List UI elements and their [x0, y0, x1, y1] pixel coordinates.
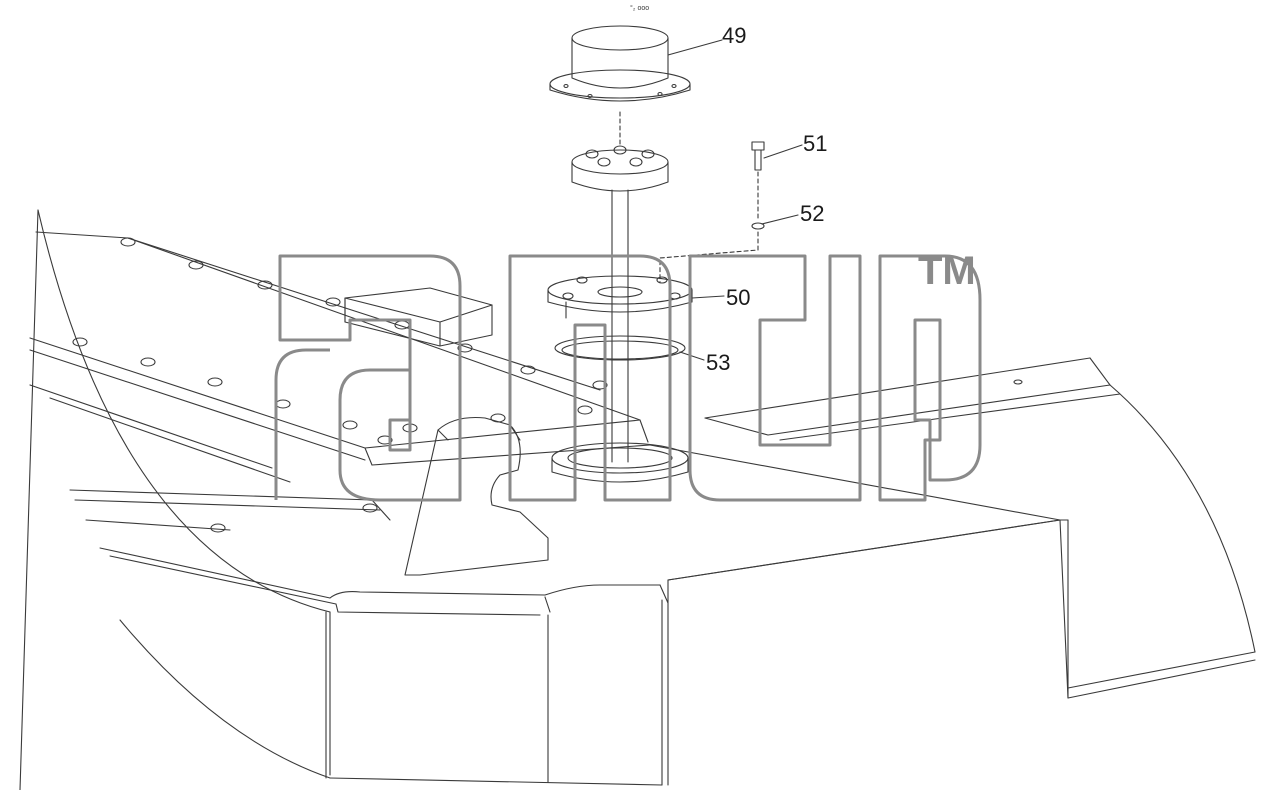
trademark-mark: TM	[918, 249, 976, 293]
shaft	[611, 111, 629, 463]
callout-label-52: 52	[800, 201, 824, 226]
part-51-bolt	[751, 141, 765, 219]
top-plate	[344, 287, 493, 347]
callout-label-49: 49	[722, 23, 746, 48]
lifting-hook	[404, 416, 549, 576]
watermark-logo	[274, 254, 982, 502]
part-53-gasket	[554, 335, 686, 361]
callout-label-51: 51	[803, 131, 827, 156]
top-note: °₂ ooo	[630, 4, 649, 12]
left-hull-panel	[19, 209, 669, 791]
callout-label-53: 53	[706, 350, 730, 375]
part-flange-upper	[571, 145, 669, 192]
part-base-ring	[551, 442, 689, 483]
leader-lines	[667, 39, 803, 361]
part-50-flange	[547, 275, 693, 319]
right-deck	[649, 357, 1256, 786]
part-49-cover	[549, 25, 691, 102]
bolt-row	[72, 237, 608, 533]
callout-label-50: 50	[726, 285, 750, 310]
part-52-washer	[659, 222, 765, 283]
